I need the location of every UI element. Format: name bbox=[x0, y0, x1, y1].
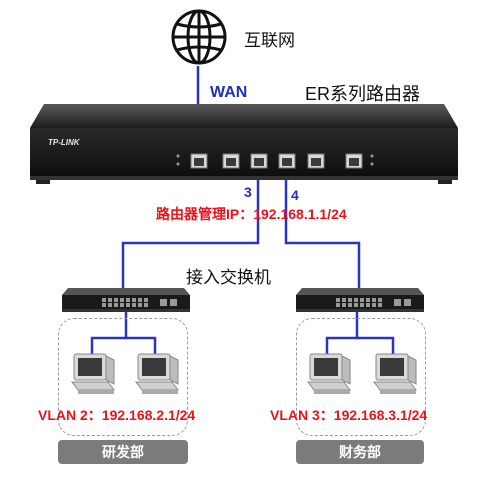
wan-label: WAN bbox=[210, 84, 248, 101]
left-pc1-link bbox=[90, 312, 128, 355]
vlan2-label: VLAN 2：192.168.2.1/24 bbox=[38, 407, 196, 423]
router-ip-label: 路由器管理IP：192.168.1.1/24 bbox=[156, 206, 347, 222]
computer-icon bbox=[71, 353, 115, 394]
port3-label: 3 bbox=[244, 184, 252, 200]
left-pc2-link bbox=[126, 336, 157, 355]
vlan3-label: VLAN 3：192.168.3.1/24 bbox=[270, 407, 428, 423]
router-device bbox=[30, 104, 458, 184]
port3-link bbox=[121, 165, 260, 290]
dept-rd-tag: 研发部 bbox=[58, 440, 188, 464]
computer-icon bbox=[307, 353, 351, 394]
switch-label: 接入交换机 bbox=[186, 268, 271, 287]
internet-label: 互联网 bbox=[244, 31, 295, 50]
right-switch bbox=[296, 288, 424, 317]
right-pc1-link bbox=[325, 312, 359, 355]
port4-label: 4 bbox=[291, 187, 299, 203]
computer-icon bbox=[135, 353, 179, 394]
computer-icon bbox=[373, 353, 417, 394]
vlan2-group bbox=[58, 318, 188, 436]
brand-logo: TP-LINK bbox=[48, 138, 80, 147]
port4-link bbox=[284, 165, 361, 290]
globe-icon bbox=[171, 9, 227, 65]
vlan3-group bbox=[296, 318, 426, 436]
left-switch bbox=[62, 288, 190, 317]
router-title: ER系列路由器 bbox=[305, 84, 421, 104]
dept-finance-tag: 财务部 bbox=[296, 440, 424, 464]
right-pc2-link bbox=[357, 336, 395, 355]
